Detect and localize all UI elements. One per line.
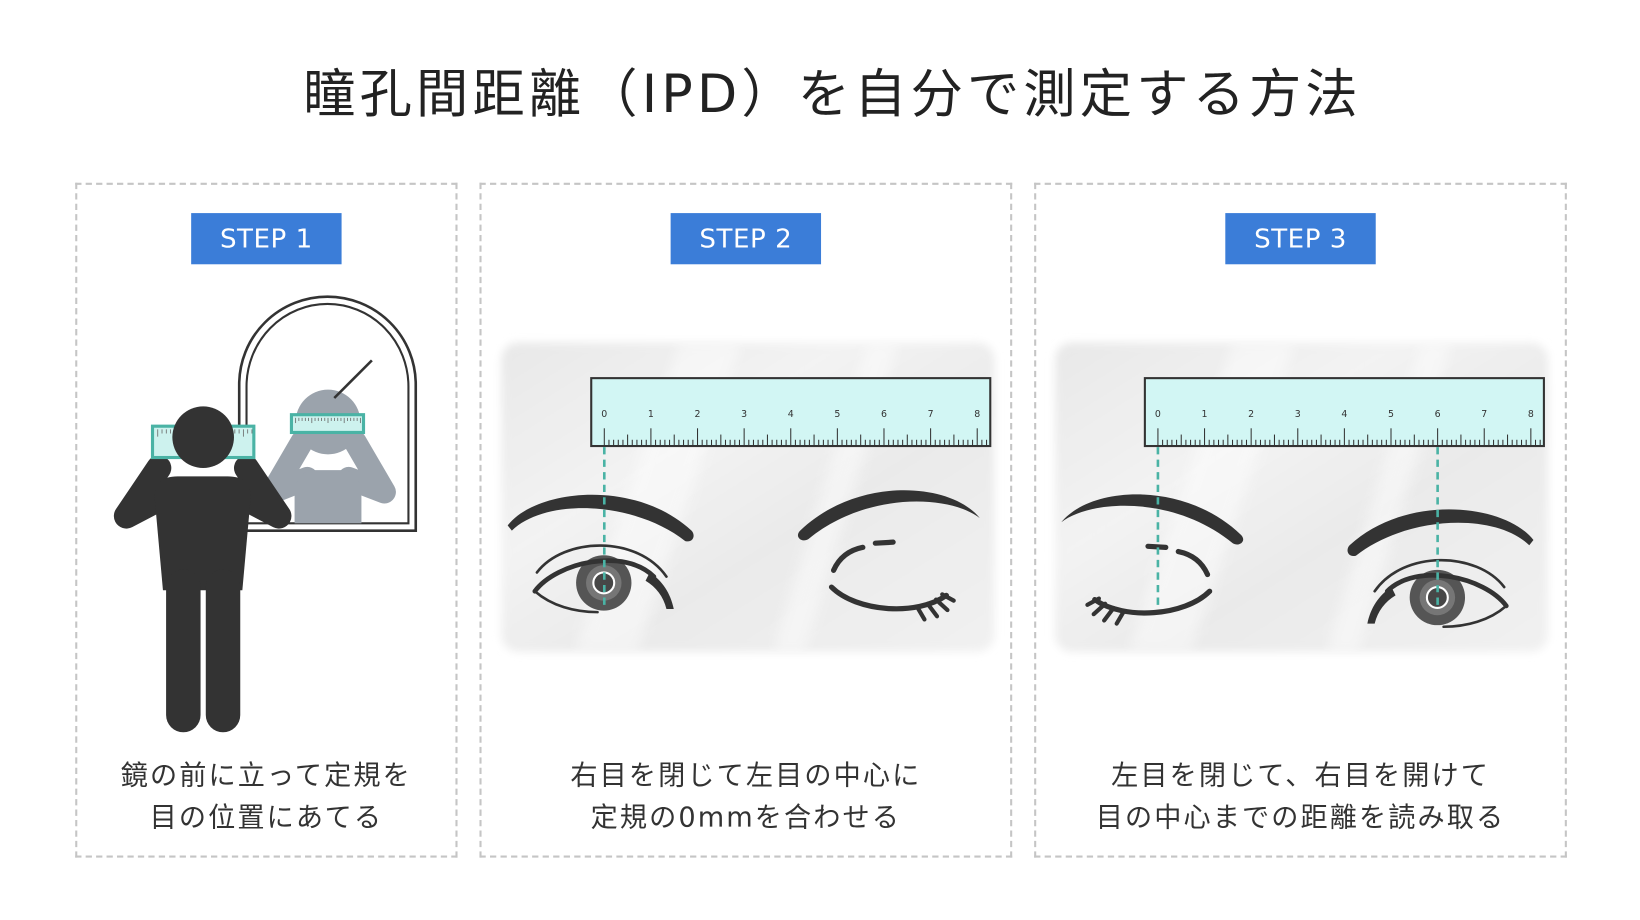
step-2-card: STEP 2 右目を閉じて左目の中心に 定規の0mmを合わせる xyxy=(479,182,1013,858)
step-3-badge: STEP 3 xyxy=(1225,213,1376,265)
step-2-badge: STEP 2 xyxy=(670,213,822,265)
step-1-caption: 鏡の前に立って定規を 目の位置にあてる xyxy=(77,755,455,839)
step-3-caption: 左目を閉じて、右目を開けて 目の中心までの距離を読み取る xyxy=(1036,755,1565,839)
step-1-badge: STEP 1 xyxy=(191,213,342,265)
step-2-caption-line-1: 右目を閉じて左目の中心に xyxy=(570,760,922,792)
step-2-caption-line-2: 定規の0mmを合わせる xyxy=(590,802,902,834)
page-title: 瞳孔間距離（IPD）を自分で測定する方法 xyxy=(303,63,1362,125)
step-3-caption-line-1: 左目を閉じて、右目を開けて xyxy=(1111,760,1490,792)
step-2-caption: 右目を閉じて左目の中心に 定規の0mmを合わせる xyxy=(482,755,1011,839)
step-1-card: STEP 1 鏡の前に立って定規を 目の位置にあてる xyxy=(75,182,458,858)
step-3-card: STEP 3 左目を閉じて、右目を開けて 目の中心までの距離を読み取る xyxy=(1034,182,1567,858)
step-1-caption-line-1: 鏡の前に立って定規を xyxy=(120,760,412,792)
step-1-caption-line-2: 目の位置にあてる xyxy=(149,802,384,834)
step-3-caption-line-2: 目の中心までの距離を読み取る xyxy=(1095,802,1506,834)
